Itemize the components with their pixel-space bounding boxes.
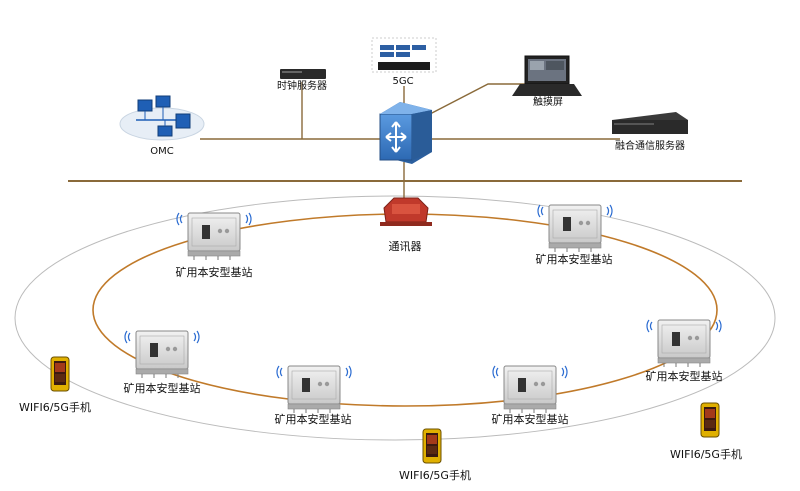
core-router-node [379,102,432,164]
touchscreen-link [429,83,525,115]
base-station-label-bottom-left: 矿用本安型基站 [274,413,352,426]
base-station-mid-left [124,330,200,379]
communicator-label: 通讯器 [388,240,422,253]
omc-label: OMC [150,146,174,157]
base-station-mid-right [646,319,722,368]
phone-left [50,356,70,392]
core-5gc-node [371,37,437,73]
phone-bottom [422,428,442,464]
touchscreen-node [512,55,582,96]
base-station-label-top-right: 矿用本安型基站 [535,253,613,266]
phone-label-bottom: WIFI6/5G手机 [399,469,471,482]
fusion-server-node [612,112,688,134]
clock-server-label: 时钟服务器 [277,81,327,92]
base-station-bottom-left [276,365,352,414]
base-station-label-top-left: 矿用本安型基站 [175,266,253,279]
touchscreen-label: 触摸屏 [533,97,563,108]
fusion-server-label: 融合通信服务器 [615,141,685,152]
outer-coverage-ellipse [14,195,776,441]
base-station-label-mid-right: 矿用本安型基站 [645,370,723,383]
base-station-label-mid-left: 矿用本安型基站 [123,382,201,395]
phone-label-right: WIFI6/5G手机 [670,448,742,461]
base-station-top-right [537,204,613,253]
communicator-node [380,197,432,226]
base-station-label-bottom-right: 矿用本安型基站 [491,413,569,426]
base-station-bottom-right [492,365,568,414]
phone-label-left: WIFI6/5G手机 [19,401,91,414]
phone-right [700,402,720,438]
clock-server-node [280,69,326,79]
base-station-top-left [176,212,252,261]
core-5gc-label: 5GC [392,76,414,87]
omc-node [119,95,205,141]
